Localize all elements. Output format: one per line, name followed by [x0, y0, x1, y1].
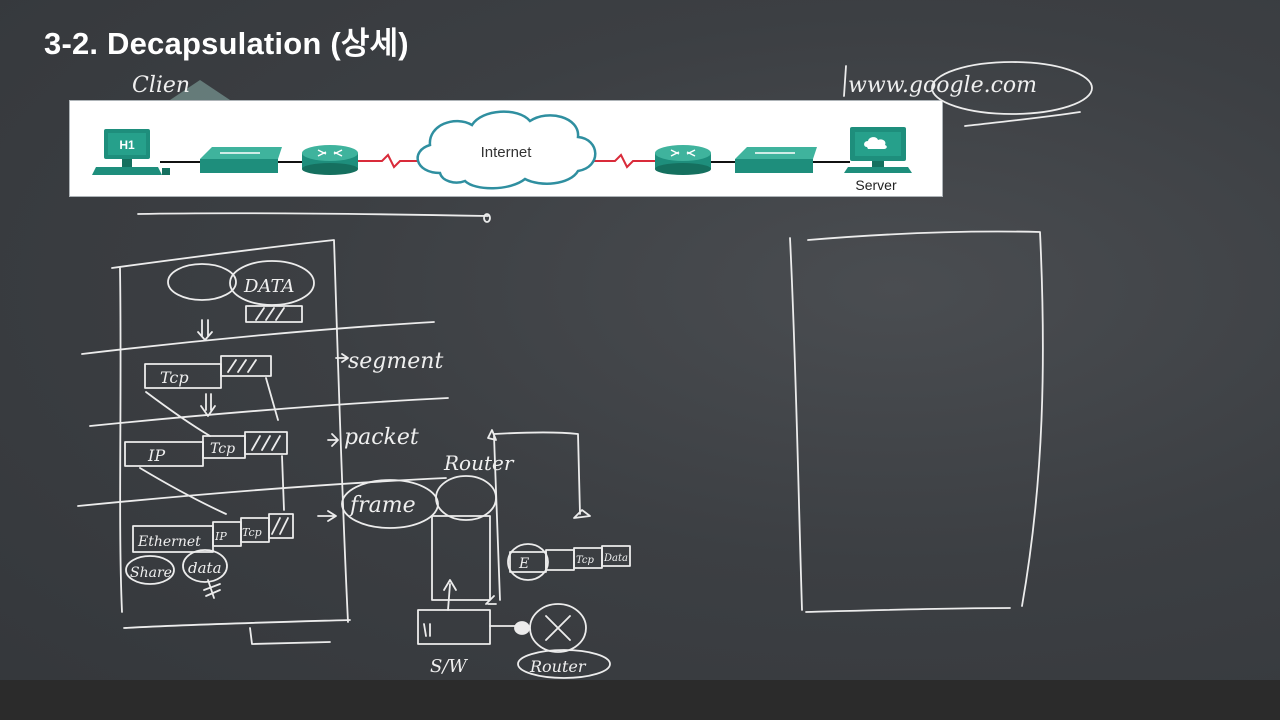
router-up-arrow [443, 579, 457, 611]
internet-cloud-icon: Internet [416, 110, 597, 190]
router-x-mark [545, 615, 571, 641]
router-path-arrowhead [573, 509, 591, 519]
data-label: DATA [243, 276, 294, 297]
link-node [514, 621, 530, 635]
right-box-bottom [805, 607, 1011, 613]
router-right-icon [655, 145, 711, 175]
router-label: Router [443, 451, 515, 475]
stack-box-tab [249, 627, 331, 645]
share-circle [125, 555, 175, 585]
url-underline [964, 111, 1081, 127]
switch-left-icon [200, 147, 282, 173]
down-arrow-2 [200, 393, 216, 417]
server-label: Server [855, 177, 897, 193]
packet-label: packet [344, 425, 419, 450]
url-domain-circle [931, 61, 1093, 115]
stack-box-left-edge [119, 267, 123, 613]
payload-hatch-2 [227, 359, 257, 373]
data-payload-box [245, 305, 303, 323]
frame-tcp-label: Tcp [242, 526, 262, 539]
url-bracket [843, 65, 847, 97]
ip-label: IP [147, 446, 165, 465]
router-bottom-circle [517, 649, 611, 679]
right-box-left [789, 237, 803, 611]
switch-port-marks [423, 623, 431, 637]
ip-payload-to-frame-line [281, 455, 285, 511]
internet-label: Internet [481, 144, 533, 161]
switch-body [417, 609, 491, 645]
router-data-box [601, 545, 631, 567]
segment-label: segment [348, 349, 443, 374]
ip-to-frame-line [139, 467, 227, 515]
ip-payload-box [244, 431, 288, 455]
direction-arrow [137, 212, 489, 217]
layer-line-1 [81, 321, 435, 355]
network-topology-diagram: H1 Internet [69, 100, 943, 197]
data-small-label: data [188, 559, 222, 577]
router-down-arrow [485, 595, 497, 605]
frame-label: frame [348, 493, 416, 518]
serial-link-right [590, 153, 655, 169]
tcp-to-ip-line [145, 391, 211, 437]
payload-to-ip-line [265, 377, 279, 421]
router-ip-box [545, 549, 575, 571]
router-e-circle [507, 543, 549, 581]
data-small-circle [182, 549, 228, 583]
router-e-label: E [518, 556, 529, 572]
payload-hatch-4 [271, 517, 289, 535]
frame-payload-box [268, 513, 294, 539]
bottom-bar [0, 680, 1280, 720]
right-box-top-right [807, 230, 1044, 607]
client-highlight [170, 80, 230, 100]
topology-svg: H1 Internet [92, 110, 912, 193]
payload-hatch-1 [255, 307, 285, 321]
ip-tcp-label: Tcp [210, 441, 235, 457]
router-bottom-label: Router [529, 657, 587, 676]
switch-right-icon [735, 147, 817, 173]
data-circle [229, 260, 315, 306]
url-note: www.google.com [848, 73, 1037, 98]
data-strike [203, 579, 221, 599]
stack-box-bottom [123, 619, 351, 629]
router-path-right [493, 431, 581, 515]
router-left-icon [302, 145, 358, 175]
pc-h1-icon: H1 [92, 129, 170, 175]
tcp-payload-box [220, 355, 272, 377]
switch-label: S/W [430, 656, 468, 677]
frame-ip-label: IP [214, 530, 227, 543]
frame-arrow [317, 510, 337, 522]
stack-box-outline [111, 239, 349, 623]
down-arrow-1 [197, 319, 213, 341]
router-data-label: Data [603, 553, 628, 564]
layer-line-2 [89, 397, 449, 427]
router-pointer [487, 429, 497, 441]
segment-arrow [335, 353, 349, 363]
header-empty-circle [167, 263, 237, 301]
share-label: Share [130, 565, 172, 581]
client-note: Clien [132, 73, 190, 98]
slide-title: 3-2. Decapsulation (상세) [44, 26, 409, 61]
ethernet-label: Ethernet [137, 534, 201, 550]
packet-arrow [327, 433, 339, 447]
payload-hatch-3 [251, 435, 281, 451]
pc-h1-label: H1 [119, 138, 135, 152]
serial-link-left [358, 153, 420, 169]
tcp-label: Tcp [160, 368, 189, 387]
router-line-vertical [493, 435, 501, 601]
direction-arrow-head [483, 213, 491, 223]
router-tcp-label: Tcp [576, 555, 594, 566]
server-icon: Server [844, 127, 912, 193]
arp-circle [435, 475, 497, 521]
router-circle [529, 603, 587, 653]
router-body [431, 515, 491, 601]
